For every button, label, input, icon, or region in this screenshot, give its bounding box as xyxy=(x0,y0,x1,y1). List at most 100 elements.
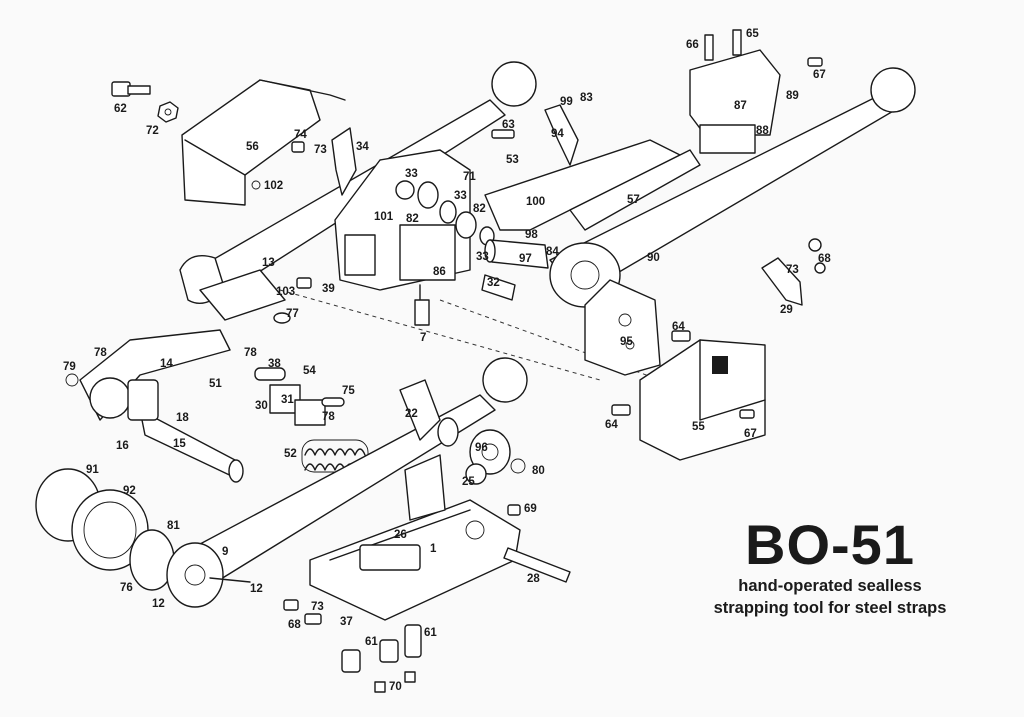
callout-31: 31 xyxy=(281,394,294,406)
callout-75: 75 xyxy=(342,385,355,397)
callout-12: 12 xyxy=(250,583,263,595)
callout-73: 73 xyxy=(314,144,327,156)
callout-103: 103 xyxy=(276,286,295,298)
part-55-housing xyxy=(639,339,766,461)
callout-53: 53 xyxy=(506,154,519,166)
callout-25: 25 xyxy=(462,476,475,488)
callout-96: 96 xyxy=(475,442,488,454)
callout-32: 32 xyxy=(487,277,500,289)
small-screws xyxy=(65,57,823,625)
callout-57: 57 xyxy=(627,194,640,206)
callout-33: 33 xyxy=(405,168,418,180)
callout-16: 16 xyxy=(116,440,129,452)
callout-78: 78 xyxy=(94,347,107,359)
callout-72: 72 xyxy=(146,125,159,137)
callout-51: 51 xyxy=(209,378,222,390)
callout-12: 12 xyxy=(152,598,165,610)
callout-68: 68 xyxy=(818,253,831,265)
callout-95: 95 xyxy=(620,336,633,348)
part-95-plate xyxy=(584,279,661,376)
callout-34: 34 xyxy=(356,141,369,153)
callout-52: 52 xyxy=(284,448,297,460)
callout-80: 80 xyxy=(532,465,545,477)
callout-91: 91 xyxy=(86,464,99,476)
callout-79: 79 xyxy=(63,361,76,373)
callout-65: 65 xyxy=(746,28,759,40)
callout-81: 81 xyxy=(167,520,180,532)
callout-37: 37 xyxy=(340,616,353,628)
callout-39: 39 xyxy=(322,283,335,295)
callout-61: 61 xyxy=(424,627,437,639)
callout-82: 82 xyxy=(406,213,419,225)
part-34-pawl xyxy=(331,127,357,196)
callout-71: 71 xyxy=(463,171,476,183)
callout-18: 18 xyxy=(176,412,189,424)
callout-83: 83 xyxy=(580,92,593,104)
part-101-frame xyxy=(334,149,471,326)
callout-68: 68 xyxy=(288,619,301,631)
callout-13: 13 xyxy=(262,257,275,269)
part-72-nut xyxy=(157,101,179,123)
callout-67: 67 xyxy=(813,69,826,81)
callout-78: 78 xyxy=(322,411,335,423)
callout-88: 88 xyxy=(756,125,769,137)
part-9-lower-lever xyxy=(169,357,528,596)
part-56-housing xyxy=(181,79,346,206)
model-title: BO-51 xyxy=(745,513,915,576)
callout-76: 76 xyxy=(120,582,133,594)
callout-64: 64 xyxy=(605,419,618,431)
feet-parts xyxy=(341,624,422,693)
callout-99: 99 xyxy=(560,96,573,108)
wheel-assembly xyxy=(35,468,251,608)
subtitle-line-2: strapping tool for steel straps xyxy=(713,599,947,617)
left-lever-assembly xyxy=(79,329,244,483)
callout-30: 30 xyxy=(255,400,268,412)
callout-14: 14 xyxy=(160,358,173,370)
callout-102: 102 xyxy=(264,180,283,192)
callout-22: 22 xyxy=(405,408,418,420)
callout-101: 101 xyxy=(374,211,394,223)
callout-97: 97 xyxy=(519,253,532,265)
callout-64: 64 xyxy=(672,321,685,333)
callout-89: 89 xyxy=(786,90,799,102)
callout-67: 67 xyxy=(744,428,757,440)
callout-87: 87 xyxy=(734,100,747,112)
callout-69: 69 xyxy=(524,503,537,515)
callout-15: 15 xyxy=(173,438,186,450)
callout-26: 26 xyxy=(394,529,407,541)
callout-100: 100 xyxy=(526,196,545,208)
callout-94: 94 xyxy=(551,128,564,140)
callout-98: 98 xyxy=(525,229,538,241)
callout-86: 86 xyxy=(433,266,446,278)
callout-73: 73 xyxy=(311,601,324,613)
callout-1: 1 xyxy=(430,543,437,555)
callout-38: 38 xyxy=(268,358,281,370)
callout-28: 28 xyxy=(527,573,540,585)
callout-82: 82 xyxy=(473,203,486,215)
callout-62: 62 xyxy=(114,103,127,115)
callout-9: 9 xyxy=(222,546,228,558)
callout-55: 55 xyxy=(692,421,705,433)
callout-90: 90 xyxy=(647,252,660,264)
callout-33: 33 xyxy=(476,251,489,263)
callout-54: 54 xyxy=(303,365,316,377)
gear-parts xyxy=(395,180,495,246)
part-100-plate xyxy=(484,139,701,231)
part-87-bracket xyxy=(689,29,781,154)
part-97-shaft xyxy=(484,239,549,269)
part-94-pawl xyxy=(544,104,579,166)
callout-7: 7 xyxy=(420,332,426,344)
part-32-bushing xyxy=(481,274,516,301)
part-1-base-plate xyxy=(309,454,521,621)
callout-63: 63 xyxy=(502,119,515,131)
callout-78: 78 xyxy=(244,347,257,359)
callout-29: 29 xyxy=(780,304,793,316)
part-29-bracket xyxy=(761,238,826,306)
part-77-shaft xyxy=(199,269,291,324)
subtitle-line-1: hand-operated sealless xyxy=(738,577,922,595)
callout-92: 92 xyxy=(123,485,136,497)
callout-66: 66 xyxy=(686,39,699,51)
title-block: BO-51 hand-operated sealless strapping t… xyxy=(640,515,1020,619)
